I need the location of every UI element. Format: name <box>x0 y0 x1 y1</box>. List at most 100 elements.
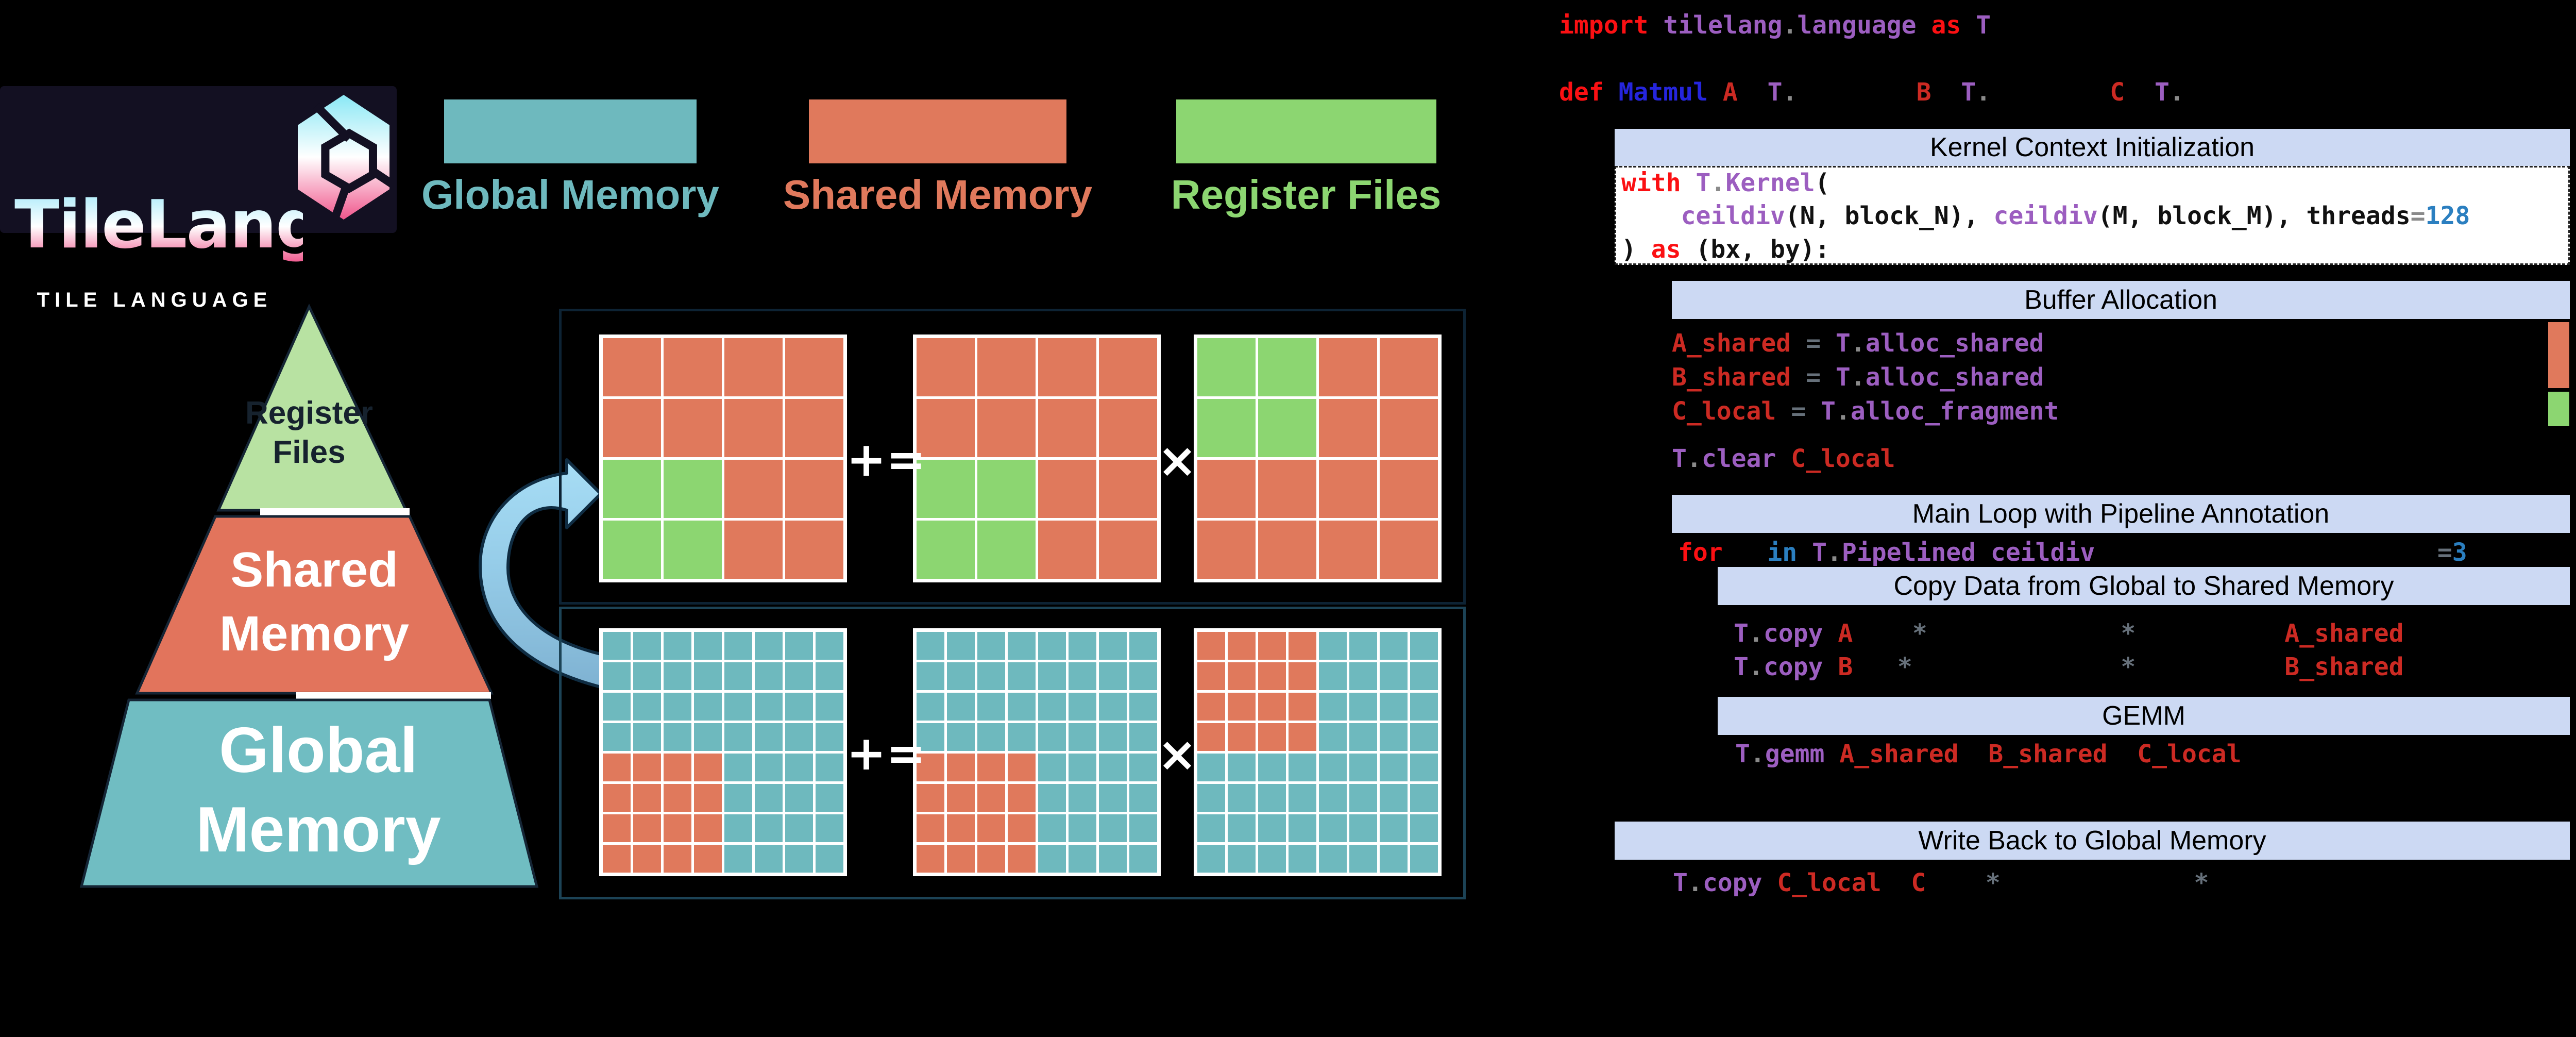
code-token: = <box>2410 202 2426 230</box>
tile-cell <box>1099 399 1157 457</box>
register-file-bar <box>2548 392 2569 426</box>
code-token: Kernel <box>1725 169 1815 197</box>
code-token <box>2125 78 2155 107</box>
tile-cell <box>603 399 661 457</box>
tile-cell <box>694 845 722 873</box>
tile-cell <box>1349 845 1377 873</box>
tile-cell <box>603 460 661 518</box>
code-token <box>1791 363 1806 392</box>
code-token: Pipelined <box>1841 538 1976 567</box>
legend-swatch-global-memory <box>444 99 697 163</box>
tile-cell <box>947 845 975 873</box>
code-token: * <box>2121 653 2136 681</box>
section-header-kernel-context: Kernel Context Initialization <box>1615 129 2570 166</box>
tile-cell <box>947 693 975 721</box>
code-token: with <box>1621 169 1696 197</box>
tile-cell <box>1380 521 1438 579</box>
tile-cell <box>977 399 1036 457</box>
tile-cell <box>1349 662 1377 690</box>
tile-cell <box>785 784 813 812</box>
tile-cell <box>1410 784 1438 812</box>
kernel-context-code-box <box>1615 166 2570 265</box>
tile-cell <box>977 460 1036 518</box>
tile-cell <box>917 338 975 396</box>
code-line-b-shared: B_shared = T.alloc_shared <box>1672 364 2044 391</box>
tile-cell <box>1258 754 1286 781</box>
code-token <box>1821 329 1836 358</box>
tile-cell <box>1410 662 1438 690</box>
code-line-t-clear: T.clear C_local <box>1672 445 1895 472</box>
tile-cell <box>755 814 783 842</box>
tile-cell <box>977 521 1036 579</box>
code-token: . <box>2169 78 2184 107</box>
tile-cell <box>785 399 843 457</box>
tile-cell <box>603 814 631 842</box>
tile-cell <box>664 521 722 579</box>
tile-cell <box>1289 754 1316 781</box>
code-token: C_local <box>2137 740 2242 768</box>
tile-cell <box>664 845 691 873</box>
tile-cell <box>917 632 944 660</box>
tile-cell <box>1129 814 1157 842</box>
tile-cell <box>724 784 752 812</box>
tile-cell <box>917 460 975 518</box>
code-token: T <box>1734 653 1749 681</box>
code-token <box>1926 868 1986 897</box>
tile-cell <box>1197 521 1256 579</box>
tile-cell <box>1258 845 1286 873</box>
tile-cell <box>1228 845 1256 873</box>
tile-cell <box>1099 460 1157 518</box>
code-token: ceildiv <box>1681 202 1785 230</box>
logo-box: TileLang TILE LANGUAGE <box>0 86 397 311</box>
tile-cell <box>664 754 691 781</box>
tile-cell <box>1410 814 1438 842</box>
tile-cell <box>1099 845 1127 873</box>
tile-cell <box>947 784 975 812</box>
tile-cell <box>977 632 1005 660</box>
tile-cell <box>1289 723 1316 751</box>
pyramid-label-shared: Shared <box>230 542 398 597</box>
tile-cell <box>1008 814 1036 842</box>
tile-cell <box>633 662 661 690</box>
tile-cell <box>724 845 752 873</box>
tile-cell <box>1099 338 1157 396</box>
upper-matrix-b <box>1194 334 1442 582</box>
code-token: A <box>1838 619 1853 648</box>
tile-cell <box>977 693 1005 721</box>
tile-cell <box>1008 754 1036 781</box>
tile-cell <box>664 338 722 396</box>
code-token: * <box>2194 868 2209 897</box>
tile-cell <box>816 723 843 751</box>
tile-cell <box>1380 784 1408 812</box>
code-token: . <box>1782 78 1798 107</box>
tile-cell <box>917 723 944 751</box>
tile-cell <box>1038 845 1066 873</box>
code-token: alloc_shared <box>1865 329 2044 358</box>
tile-cell <box>1099 662 1127 690</box>
tile-cell <box>1038 521 1096 579</box>
code-line-copy-b: T.copy B * * B_shared <box>1734 654 2403 680</box>
tile-cell <box>1258 399 1316 457</box>
tile-cell <box>664 460 722 518</box>
tile-cell <box>1197 338 1256 396</box>
tile-cell <box>785 814 813 842</box>
tile-cell <box>1319 693 1347 721</box>
tile-cell <box>1008 632 1036 660</box>
shared-memory-bar <box>2548 322 2569 388</box>
tile-cell <box>1197 784 1225 812</box>
tile-cell <box>694 754 722 781</box>
code-token: . <box>1748 653 1764 681</box>
tile-cell <box>785 632 813 660</box>
tile-cell <box>1197 662 1225 690</box>
code-token: alloc_shared <box>1865 363 2044 392</box>
tile-cell <box>1069 693 1096 721</box>
tile-cell <box>1258 632 1286 660</box>
tile-cell <box>1380 399 1438 457</box>
code-token: alloc_fragment <box>1850 397 2059 426</box>
code-token: B_shared <box>1672 363 1791 392</box>
tile-cell <box>977 723 1005 751</box>
code-token: . <box>1827 538 1842 567</box>
tile-cell <box>1038 662 1066 690</box>
code-token: T <box>1673 868 1688 897</box>
upper-times-operator: × <box>1157 433 1197 488</box>
